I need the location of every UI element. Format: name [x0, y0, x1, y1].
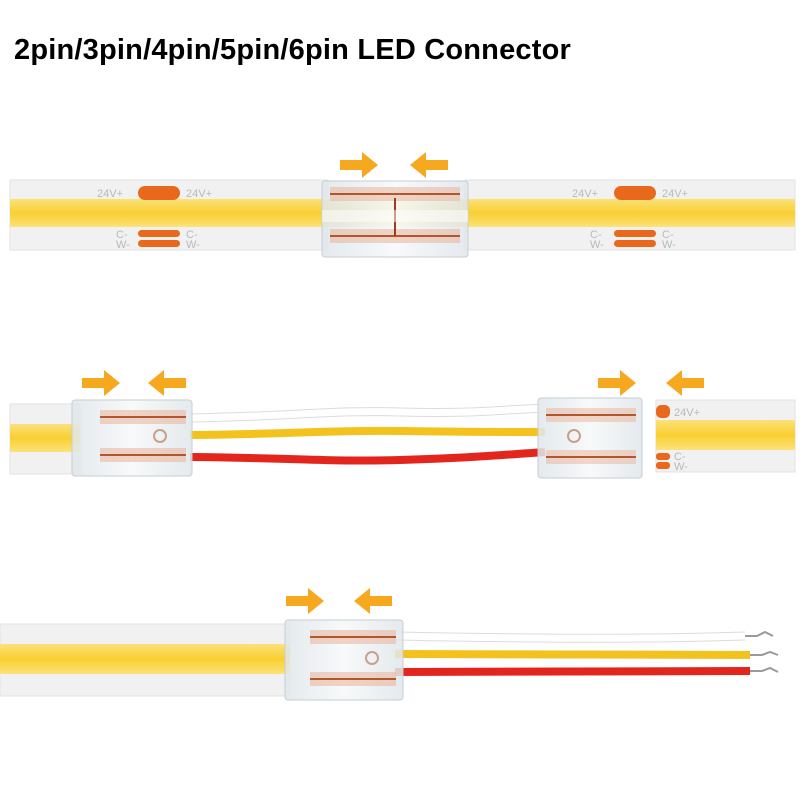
arrow-left-icon: [666, 370, 704, 396]
label-cold: C-: [674, 451, 686, 463]
label-warm: W-: [186, 239, 200, 251]
led-band: [656, 420, 795, 450]
label-positive: 24V+: [662, 188, 688, 200]
label-positive: 24V+: [572, 188, 598, 200]
pad: [138, 240, 180, 247]
pad: [656, 462, 670, 469]
label-positive: 24V+: [97, 188, 123, 200]
wire-yellow: [394, 650, 751, 659]
arrow-left-icon: [410, 152, 448, 178]
pad: [656, 453, 670, 460]
label-warm: W-: [116, 239, 130, 251]
connector-clip: [71, 399, 193, 477]
arrow-right-icon: [82, 370, 120, 396]
wire-yellow: [189, 426, 546, 439]
arrow-right-icon: [286, 588, 324, 614]
arrow-left-icon: [354, 588, 392, 614]
pad: [614, 240, 656, 247]
wire-red: [394, 667, 751, 676]
pad: [138, 186, 180, 200]
page-title: 2pin/3pin/4pin/5pin/6pin LED Connector: [14, 34, 572, 66]
stripped-wire-end: [745, 630, 774, 637]
pad: [614, 186, 656, 200]
arrow-left-icon: [148, 370, 186, 396]
label-cold: C-: [590, 229, 602, 241]
pad: [656, 405, 670, 418]
arrow-right-icon: [598, 370, 636, 396]
connector-clip: [321, 180, 469, 258]
scene-strip-to-wire: [0, 588, 779, 701]
scene-strip-to-strip-with-wire: 24V+ C- W-: [9, 370, 796, 479]
label-cold: C-: [116, 229, 128, 241]
scene-strip-to-strip: 24V+ 24V+ C- C- W- W- 24V+ 24V+ C- C- W-…: [9, 152, 796, 258]
stripped-wire-end: [750, 650, 779, 656]
connector-clip: [537, 397, 643, 479]
stripped-wire-end: [750, 666, 779, 673]
label-warm: W-: [662, 239, 676, 251]
led-band: [10, 424, 80, 452]
label-cold: C-: [662, 229, 674, 241]
pad: [138, 230, 180, 237]
label-warm: W-: [590, 239, 604, 251]
label-cold: C-: [186, 229, 198, 241]
pad: [614, 230, 656, 237]
label-positive: 24V+: [674, 407, 700, 419]
wire-red: [189, 448, 546, 465]
connector-clip: [284, 619, 404, 701]
led-band: [0, 644, 290, 674]
arrow-right-icon: [340, 152, 378, 178]
label-positive: 24V+: [186, 188, 212, 200]
label-warm: W-: [674, 461, 688, 473]
